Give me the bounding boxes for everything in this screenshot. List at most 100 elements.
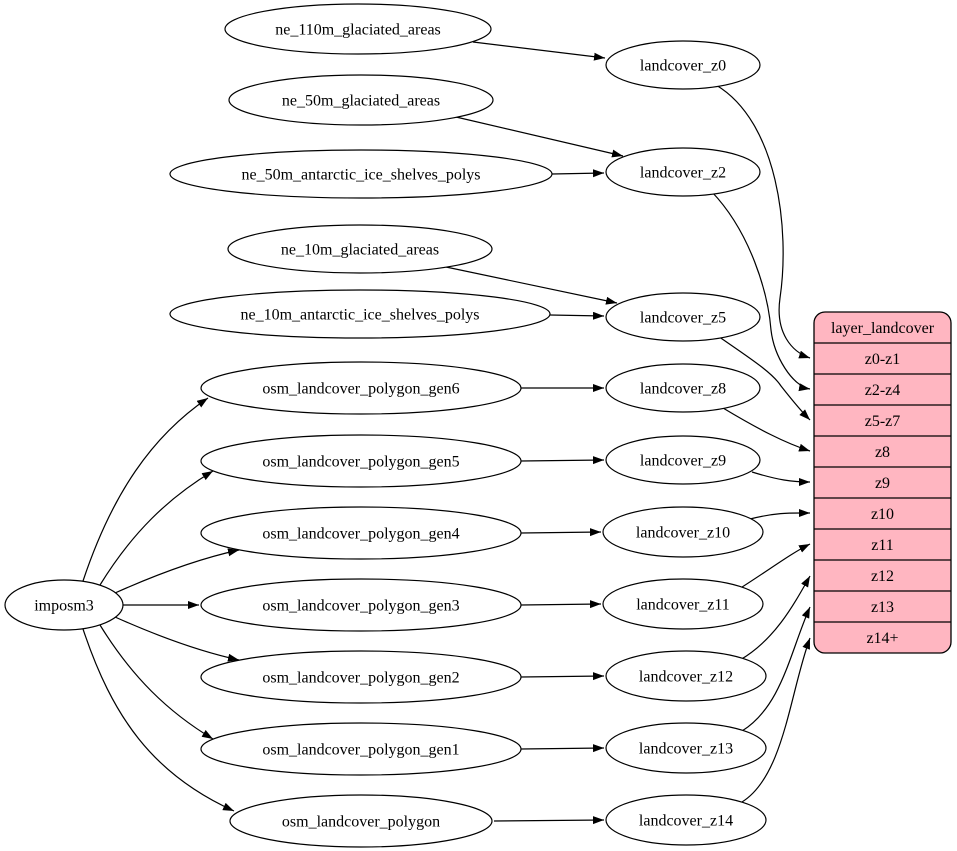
node-osm-landcover-polygon-gen4-shape bbox=[200, 506, 522, 560]
node-osm-landcover-polygon-gen4: osm_landcover_polygon_gen4 bbox=[200, 506, 522, 560]
table-layer-landcover: layer_landcover z0-z1 z2-z4 z5-z7 z8 z9 z10 z11… bbox=[813, 311, 952, 654]
node-ne-10m-glaciated-areas-label: ne_10m_glaciated_areas bbox=[281, 242, 439, 259]
edge-osm-landcover-polygon-gen1-to-landcover-z13 bbox=[520, 744, 605, 753]
node-osm-landcover-polygon-shape bbox=[229, 794, 493, 848]
node-ne-110m-glaciated-areas-label: ne_110m_glaciated_areas bbox=[275, 22, 441, 39]
node-osm-landcover-polygon-gen2-label: osm_landcover_polygon_gen2 bbox=[262, 670, 459, 687]
node-ne-10m-glaciated-areas: ne_10m_glaciated_areas bbox=[227, 224, 493, 274]
table-row-z2-z4-label: z2-z4 bbox=[865, 382, 901, 399]
node-landcover-z13: landcover_z13 bbox=[605, 722, 767, 774]
edge-landcover-z11-to-layer-landcover-z11 bbox=[738, 543, 811, 590]
node-landcover-z14: landcover_z14 bbox=[605, 794, 767, 846]
edge-osm-landcover-polygon-gen3-to-landcover-z11 bbox=[520, 600, 602, 609]
node-osm-landcover-polygon-gen4-label: osm_landcover_polygon_gen4 bbox=[262, 526, 459, 543]
edge-osm-landcover-polygon-gen5-to-landcover-z9 bbox=[520, 456, 605, 465]
node-landcover-z0: landcover_z0 bbox=[605, 40, 761, 90]
node-ne-110m-glaciated-areas-shape bbox=[224, 3, 492, 55]
node-landcover-z0-shape bbox=[605, 40, 761, 90]
node-landcover-z14-shape bbox=[605, 794, 767, 846]
table-row-z9-label: z9 bbox=[875, 475, 890, 492]
node-landcover-z10-label: landcover_z10 bbox=[636, 525, 730, 542]
table-row-z13-label: z13 bbox=[871, 599, 894, 616]
edge-landcover-z14-to-layer-landcover-z14- bbox=[741, 637, 811, 803]
node-osm-landcover-polygon-gen2-shape bbox=[200, 650, 522, 704]
table-row-z12-label: z12 bbox=[871, 568, 894, 585]
edges-layer bbox=[82, 41, 811, 825]
edge-ne-110m-glaciated-areas-to-landcover-z0 bbox=[472, 41, 606, 61]
node-imposm3-shape bbox=[4, 579, 124, 631]
edge-ne-10m-antarctic-ice-shelves-polys-to-landcover-z5 bbox=[549, 311, 605, 320]
node-landcover-z9: landcover_z9 bbox=[605, 435, 761, 485]
edge-landcover-z0-to-layer-landcover-z0-z1 bbox=[715, 84, 811, 359]
node-ne-50m-antarctic-ice-shelves-polys-label: ne_50m_antarctic_ice_shelves_polys bbox=[241, 167, 480, 184]
node-landcover-z5-shape bbox=[605, 292, 761, 342]
node-ne-110m-glaciated-areas: ne_110m_glaciated_areas bbox=[224, 3, 492, 55]
edge-landcover-z2-to-layer-landcover-z2-z4 bbox=[711, 191, 811, 392]
edge-ne-10m-glaciated-areas-to-landcover-z5 bbox=[445, 266, 618, 305]
node-landcover-z2-label: landcover_z2 bbox=[640, 165, 726, 182]
node-osm-landcover-polygon-gen2: osm_landcover_polygon_gen2 bbox=[200, 650, 522, 704]
node-landcover-z10: landcover_z10 bbox=[602, 506, 764, 558]
edge-imposm3-to-osm-landcover-polygon-gen1 bbox=[99, 624, 214, 740]
edge-imposm3-to-osm-landcover-polygon bbox=[82, 628, 235, 812]
node-ne-10m-antarctic-ice-shelves-polys-shape bbox=[169, 289, 551, 339]
node-ne-50m-glaciated-areas-label: ne_50m_glaciated_areas bbox=[282, 93, 440, 110]
node-landcover-z9-label: landcover_z9 bbox=[640, 453, 726, 470]
node-ne-10m-antarctic-ice-shelves-polys-label: ne_10m_antarctic_ice_shelves_polys bbox=[240, 307, 479, 324]
node-osm-landcover-polygon-gen6: osm_landcover_polygon_gen6 bbox=[200, 361, 522, 415]
node-landcover-z8-shape bbox=[605, 363, 761, 413]
node-osm-landcover-polygon-gen5-shape bbox=[200, 434, 522, 488]
table-row-z8-label: z8 bbox=[875, 444, 890, 461]
node-osm-landcover-polygon-gen6-shape bbox=[200, 361, 522, 415]
node-landcover-z12-shape bbox=[605, 650, 767, 702]
node-landcover-z10-shape bbox=[602, 506, 764, 558]
node-osm-landcover-polygon-gen3-label: osm_landcover_polygon_gen3 bbox=[262, 598, 459, 615]
node-landcover-z9-shape bbox=[605, 435, 761, 485]
node-landcover-z8: landcover_z8 bbox=[605, 363, 761, 413]
edge-imposm3-to-osm-landcover-polygon-gen2 bbox=[114, 616, 240, 662]
table-row-z11-label: z11 bbox=[871, 537, 894, 554]
edge-landcover-z12-to-layer-landcover-z12 bbox=[739, 575, 811, 661]
nodes-layer: imposm3 ne_110m_glaciated_areas ne_50m_gla… bbox=[4, 3, 767, 848]
table-title: layer_landcover bbox=[831, 320, 935, 337]
node-osm-landcover-polygon-gen3: osm_landcover_polygon_gen3 bbox=[200, 578, 522, 632]
node-landcover-z0-label: landcover_z0 bbox=[640, 58, 726, 75]
table-row-z14--label: z14+ bbox=[866, 630, 898, 647]
table-row-z0-z1-label: z0-z1 bbox=[865, 351, 901, 368]
node-ne-10m-glaciated-areas-shape bbox=[227, 224, 493, 274]
node-landcover-z14-label: landcover_z14 bbox=[639, 813, 733, 830]
node-landcover-z11-shape bbox=[602, 578, 764, 630]
node-ne-50m-glaciated-areas: ne_50m_glaciated_areas bbox=[228, 74, 494, 126]
node-osm-landcover-polygon-gen1-shape bbox=[200, 722, 522, 776]
edge-landcover-z8-to-layer-landcover-z8 bbox=[722, 407, 811, 452]
node-osm-landcover-polygon-gen1-label: osm_landcover_polygon_gen1 bbox=[262, 742, 459, 759]
node-osm-landcover-polygon-gen3-shape bbox=[200, 578, 522, 632]
node-landcover-z2-shape bbox=[605, 147, 761, 197]
node-landcover-z11: landcover_z11 bbox=[602, 578, 764, 630]
edge-imposm3-to-osm-landcover-polygon-gen5 bbox=[99, 470, 214, 586]
table-row-z5-z7-label: z5-z7 bbox=[865, 413, 901, 430]
node-landcover-z11-label: landcover_z11 bbox=[636, 597, 730, 614]
edge-imposm3-to-osm-landcover-polygon-gen6 bbox=[82, 397, 209, 582]
table-row-z10-label: z10 bbox=[871, 506, 894, 523]
node-landcover-z13-shape bbox=[605, 722, 767, 774]
node-landcover-z13-label: landcover_z13 bbox=[639, 741, 733, 758]
node-landcover-z12: landcover_z12 bbox=[605, 650, 767, 702]
node-ne-10m-antarctic-ice-shelves-polys: ne_10m_antarctic_ice_shelves_polys bbox=[169, 289, 551, 339]
node-osm-landcover-polygon-gen5-label: osm_landcover_polygon_gen5 bbox=[262, 454, 459, 471]
edge-ne-50m-antarctic-ice-shelves-polys-to-landcover-z2 bbox=[551, 169, 605, 178]
node-landcover-z12-label: landcover_z12 bbox=[639, 669, 733, 686]
table-outline bbox=[813, 311, 952, 654]
edge-landcover-z9-to-layer-landcover-z9 bbox=[751, 471, 811, 486]
edge-imposm3-to-osm-landcover-polygon-gen4 bbox=[114, 548, 240, 594]
node-osm-landcover-polygon: osm_landcover_polygon bbox=[229, 794, 493, 848]
node-imposm3-label: imposm3 bbox=[34, 598, 94, 615]
node-osm-landcover-polygon-gen6-label: osm_landcover_polygon_gen6 bbox=[262, 381, 459, 398]
edge-landcover-z13-to-layer-landcover-z13 bbox=[741, 606, 811, 732]
edge-landcover-z5-to-layer-landcover-z5-z7 bbox=[714, 333, 811, 421]
node-ne-50m-glaciated-areas-shape bbox=[228, 74, 494, 126]
edge-osm-landcover-polygon-gen2-to-landcover-z12 bbox=[520, 672, 605, 681]
edge-osm-landcover-polygon-to-landcover-z14 bbox=[493, 816, 605, 825]
